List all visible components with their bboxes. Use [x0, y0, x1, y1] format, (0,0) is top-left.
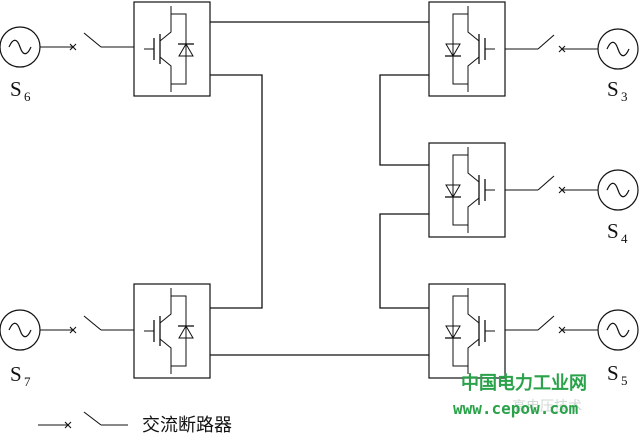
watermark-title: 中国电力工业网 [461, 372, 587, 394]
converter-valve-s7 [133, 283, 211, 379]
watermark: 中国电力工业网 高电压技术 www.cepow.com [453, 372, 587, 418]
dc-lines [210, 21, 429, 356]
label-s3-subscript: 3 [621, 89, 628, 104]
label-s6-letter: S [10, 77, 22, 101]
ac-branch-s4 [505, 175, 600, 194]
converter-valve-s5 [428, 283, 506, 379]
label-s7-subscript: 7 [24, 374, 31, 389]
ac-branch-s7 [40, 315, 134, 334]
label-s5: S 5 [607, 361, 628, 388]
ac-branch-s5 [505, 315, 600, 334]
watermark-faint: 高电压技术 [512, 398, 582, 415]
breaker-blade-s5 [537, 315, 555, 331]
breaker-blade-s6 [83, 32, 102, 48]
ac-branch-s3 [505, 34, 600, 53]
ac-source-s7-icon [0, 309, 41, 351]
breaker-blade-s7 [83, 315, 102, 331]
dc-link-s4-s5 [379, 213, 429, 309]
label-s6-subscript: 6 [24, 89, 31, 104]
label-s7: S 7 [10, 362, 31, 389]
label-s4: S 4 [607, 219, 628, 246]
watermark-url: www.cepow.com [453, 399, 579, 418]
dc-line-left-return [210, 74, 263, 309]
ac-source-s5-icon [597, 309, 639, 351]
converter-valve-s6 [133, 1, 211, 97]
ac-branch-s6 [40, 32, 134, 51]
label-s5-letter: S [607, 361, 619, 385]
legend: 交流断路器 [38, 411, 232, 436]
label-s3-letter: S [607, 77, 619, 101]
ac-source-s6-icon [0, 26, 41, 68]
label-s3: S 3 [607, 77, 628, 104]
breaker-blade-s4 [537, 175, 555, 191]
ac-source-s3-icon [597, 28, 639, 70]
legend-breaker-symbol [38, 411, 128, 429]
dc-link-s3-s4 [379, 74, 429, 166]
label-s4-letter: S [607, 219, 619, 243]
breaker-blade-s3 [537, 34, 555, 50]
label-s7-letter: S [10, 362, 22, 386]
legend-breaker-blade [83, 411, 102, 426]
label-s6: S 6 [10, 77, 31, 104]
label-s4-subscript: 4 [621, 231, 628, 246]
converter-valve-s4 [428, 142, 506, 238]
converter-valve-s3 [428, 1, 506, 97]
ac-source-s4-icon [597, 169, 639, 211]
label-s5-subscript: 5 [621, 373, 628, 388]
legend-breaker-label: 交流断路器 [142, 415, 232, 436]
